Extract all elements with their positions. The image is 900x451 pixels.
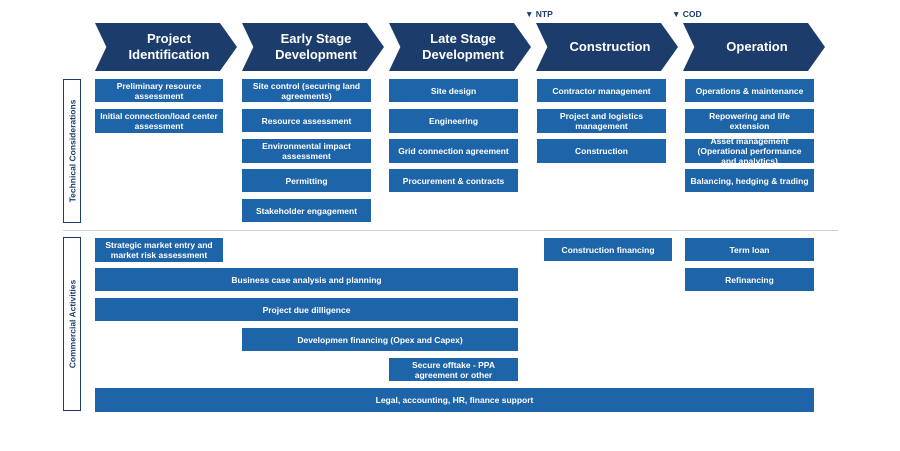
commercial-activities-label: Commercial Activities xyxy=(63,237,81,411)
technical-considerations-label: Technical Considerations xyxy=(63,79,81,223)
development-financing: Developmen financing (Opex and Capex) xyxy=(242,328,518,351)
site-control: Site control (securing land agreements) xyxy=(242,79,371,102)
business-case-analysis: Business case analysis and planning xyxy=(95,268,518,291)
site-design: Site design xyxy=(389,79,518,102)
stage-late-stage-development: Late Stage Development xyxy=(389,23,531,71)
cod-marker: ▼ COD xyxy=(672,9,702,19)
strategic-market-entry: Strategic market entry and market risk a… xyxy=(95,238,223,262)
stage-label: Early Stage Development xyxy=(275,31,357,62)
section-divider xyxy=(63,230,838,231)
asset-management: Asset management (Operational performanc… xyxy=(685,136,814,166)
project-logistics-management: Project and logistics management xyxy=(537,109,666,133)
ntp-marker: ▼ NTP xyxy=(525,9,553,19)
environmental-impact-assessment: Environmental impact assessment xyxy=(242,139,371,163)
permitting: Permitting xyxy=(242,169,371,192)
stage-early-stage-development: Early Stage Development xyxy=(242,23,384,71)
construction-financing: Construction financing xyxy=(544,238,672,261)
construction-activity: Construction xyxy=(537,139,666,163)
secure-offtake: Secure offtake - PPA agreement or other xyxy=(389,358,518,381)
refinancing: Refinancing xyxy=(685,268,814,291)
preliminary-resource-assessment: Preliminary resource assessment xyxy=(95,79,223,102)
stage-project-identification: Project Identification xyxy=(95,23,237,71)
term-loan: Term loan xyxy=(685,238,814,261)
legal-accounting-support: Legal, accounting, HR, finance support xyxy=(95,388,814,412)
stage-label: Operation xyxy=(726,39,788,54)
resource-assessment: Resource assessment xyxy=(242,109,371,132)
operations-maintenance: Operations & maintenance xyxy=(685,79,814,102)
project-due-diligence: Project due dilligence xyxy=(95,298,518,321)
repowering-life-extension: Repowering and life extension xyxy=(685,109,814,133)
stage-label: Construction xyxy=(569,39,651,54)
engineering: Engineering xyxy=(389,109,518,133)
balancing-hedging-trading: Balancing, hedging & trading xyxy=(685,169,814,192)
stage-construction: Construction xyxy=(536,23,678,71)
contractor-management: Contractor management xyxy=(537,79,666,102)
stage-operation: Operation xyxy=(683,23,825,71)
procurement-contracts: Procurement & contracts xyxy=(389,169,518,192)
stage-label: Project Identification xyxy=(128,31,210,62)
stakeholder-engagement: Stakeholder engagement xyxy=(242,199,371,222)
grid-connection-agreement: Grid connection agreement xyxy=(389,139,518,163)
stage-label: Late Stage Development xyxy=(422,31,504,62)
initial-connection-assessment: Initial connection/load center assessmen… xyxy=(95,109,223,133)
